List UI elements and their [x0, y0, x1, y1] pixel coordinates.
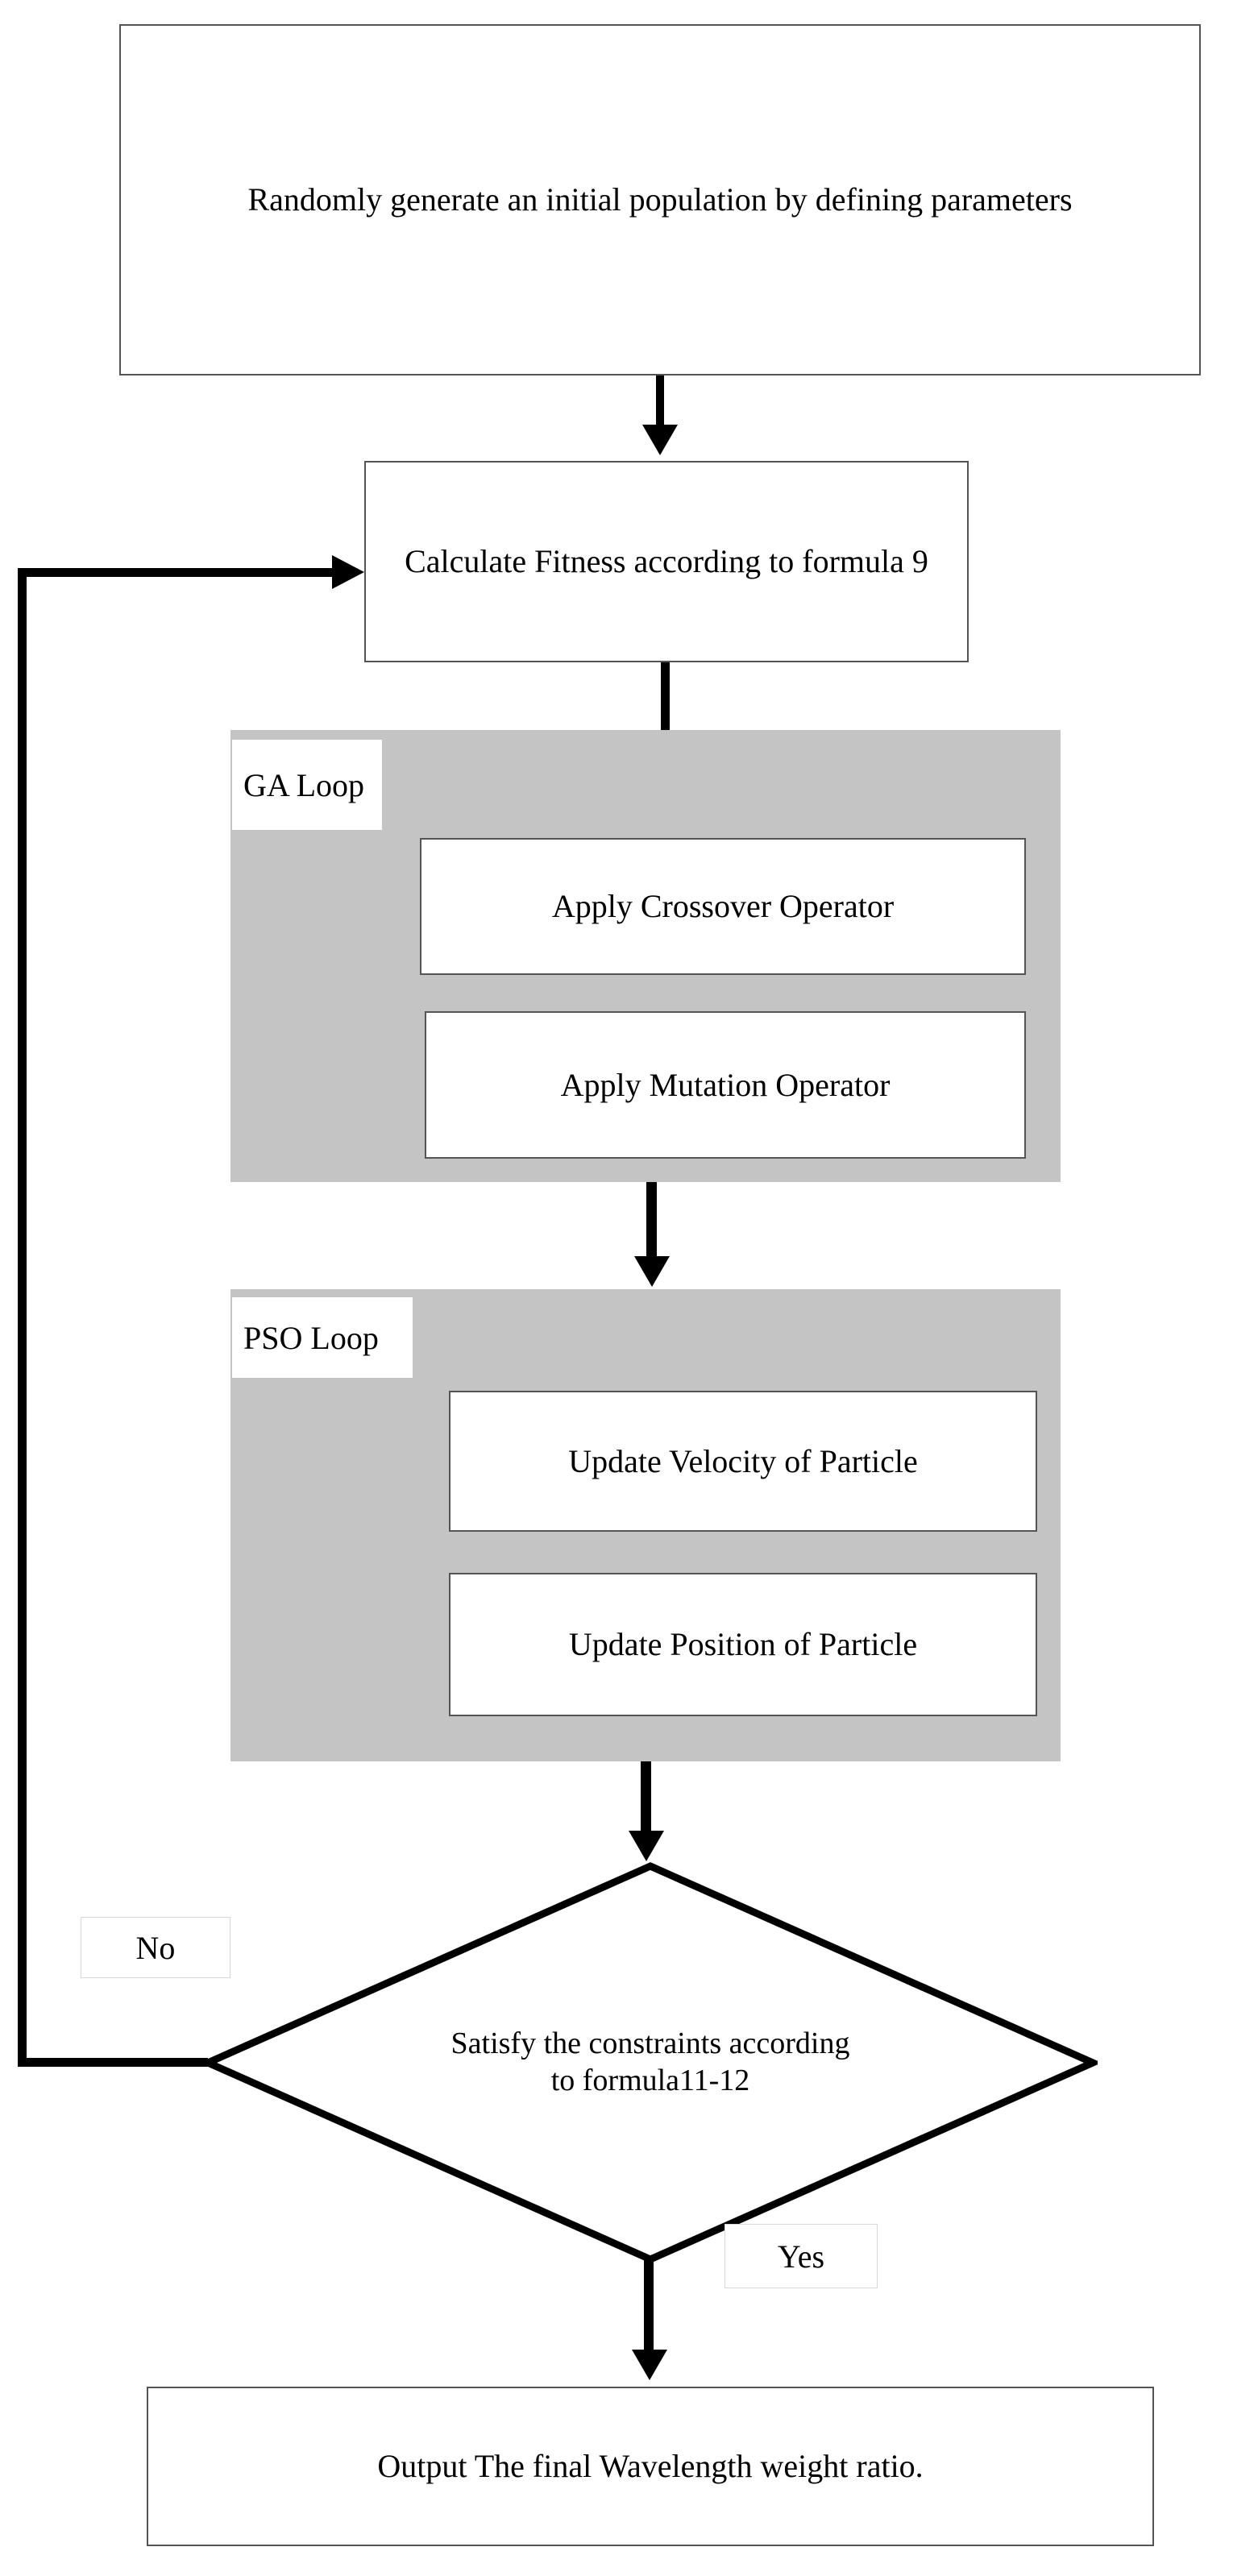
feedback-bottom-segment	[18, 2058, 208, 2067]
edge-label-yes: Yes	[724, 2224, 878, 2288]
mutation-box: Apply Mutation Operator	[425, 1011, 1026, 1159]
decision-diamond: Satisfy the constraints according to for…	[203, 1861, 1098, 2264]
crossover-box: Apply Crossover Operator	[420, 838, 1026, 975]
connector-ga-to-pso-arrowhead	[634, 1256, 670, 1287]
decision-diamond-shape	[203, 1862, 1098, 2263]
output-box: Output The final Wavelength weight ratio…	[147, 2387, 1154, 2546]
connector-pso-to-decision-arrowhead	[629, 1831, 664, 1861]
connector-ga-to-pso-line	[646, 1182, 657, 1259]
fitness-box: Calculate Fitness according to formula 9	[364, 461, 969, 662]
connector-pso-to-decision-line	[641, 1761, 651, 1834]
pso-loop-label: PSO Loop	[232, 1297, 413, 1378]
feedback-top-segment	[18, 568, 334, 577]
connector-start-to-fitness-arrowhead	[642, 425, 678, 455]
feedback-arrowhead	[332, 555, 364, 589]
connector-start-to-fitness-line	[656, 375, 664, 429]
connector-fitness-to-ga-line	[661, 662, 670, 732]
position-box: Update Position of Particle	[449, 1573, 1037, 1716]
velocity-box: Update Velocity of Particle	[449, 1391, 1037, 1532]
start-box: Randomly generate an initial population …	[119, 24, 1201, 375]
connector-decision-to-output-arrowhead	[632, 2350, 667, 2380]
ga-loop-label: GA Loop	[232, 740, 382, 830]
connector-decision-to-output-line	[644, 2260, 654, 2365]
feedback-left-segment	[18, 568, 27, 2063]
edge-label-no: No	[81, 1917, 230, 1978]
